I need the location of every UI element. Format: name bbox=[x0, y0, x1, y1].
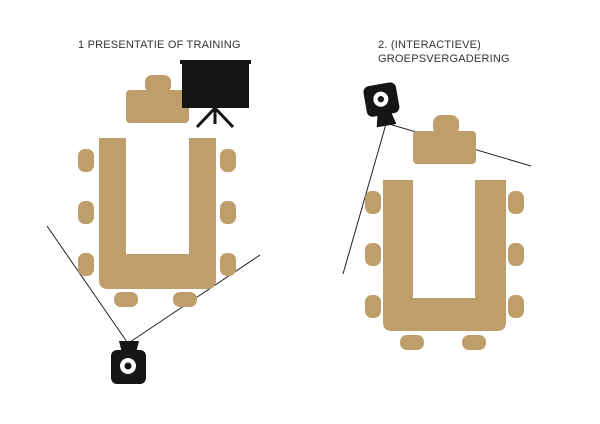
chair-icon bbox=[508, 243, 524, 266]
head-chair bbox=[433, 115, 459, 135]
chair-icon bbox=[78, 201, 94, 224]
chair-icon bbox=[78, 253, 94, 276]
presenter-chair bbox=[145, 75, 171, 93]
chair-icon bbox=[220, 201, 236, 224]
projection-screen-icon bbox=[180, 60, 251, 129]
camera-1-view-line-left bbox=[46, 225, 128, 343]
chair-icon bbox=[508, 295, 524, 318]
layout-2-diagram bbox=[342, 82, 532, 350]
chair-icon bbox=[365, 243, 381, 266]
camera-icon bbox=[111, 341, 146, 384]
u-table-icon bbox=[99, 138, 216, 289]
layout-1-diagram bbox=[46, 60, 261, 384]
chair-icon bbox=[114, 292, 138, 307]
layout-2-title: 2. (INTERACTIEVE) GROEPSVERGADERING bbox=[378, 38, 510, 66]
layout-2-number: 2. bbox=[378, 39, 388, 51]
chair-icon bbox=[508, 191, 524, 214]
layout-2-title-line1: (INTERACTIEVE) bbox=[390, 39, 482, 51]
u-table-icon bbox=[383, 180, 506, 331]
chair-icon bbox=[173, 292, 197, 307]
layout-2-title-line2: GROEPSVERGADERING bbox=[378, 53, 510, 65]
chair-icon bbox=[220, 253, 236, 276]
camera-icon bbox=[363, 82, 400, 128]
chair-icon bbox=[78, 149, 94, 172]
layout-1-number: 1 bbox=[78, 39, 85, 51]
chair-icon bbox=[365, 295, 381, 318]
chair-icon bbox=[462, 335, 486, 350]
layout-1-title: 1 PRESENTATIE OF TRAINING bbox=[78, 38, 241, 52]
chair-icon bbox=[220, 149, 236, 172]
chair-icon bbox=[400, 335, 424, 350]
head-table bbox=[413, 131, 476, 164]
chair-icon bbox=[365, 191, 381, 214]
camera-2-view-line-left bbox=[342, 123, 387, 275]
presenter-table bbox=[126, 90, 189, 123]
layout-1-title-text: PRESENTATIE OF TRAINING bbox=[87, 39, 241, 51]
